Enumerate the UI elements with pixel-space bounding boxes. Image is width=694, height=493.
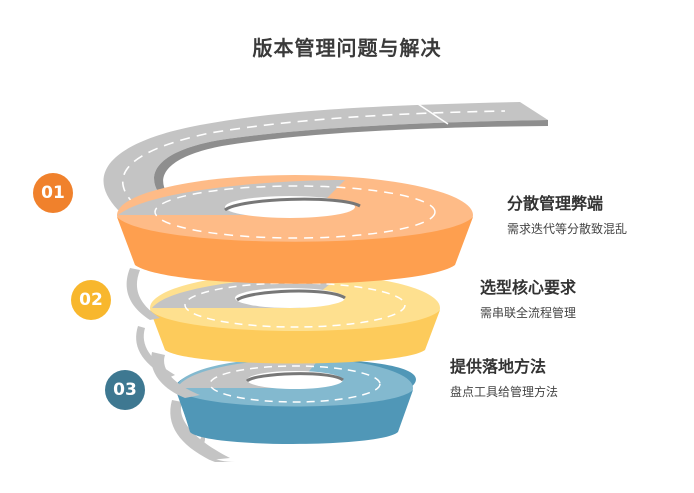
- step-heading: 分散管理弊端: [507, 194, 604, 213]
- step-label-01: 分散管理弊端 需求迭代等分散致混乱: [507, 190, 627, 237]
- step-description: 需串联全流程管理: [480, 306, 577, 320]
- page-title: 版本管理问题与解决: [252, 36, 442, 60]
- road-tail: [170, 400, 235, 462]
- step-description: 需求迭代等分散致混乱: [507, 222, 628, 236]
- ring-01: [117, 175, 473, 284]
- ring-02: [150, 273, 440, 364]
- step-label-02: 选型核心要求 需串联全流程管理: [480, 274, 576, 321]
- step-heading: 提供落地方法: [450, 357, 547, 376]
- step-label-03: 提供落地方法 盘点工具给管理方法: [450, 353, 558, 400]
- step-badge-01: 01: [33, 173, 73, 213]
- step-badge-03: 03: [105, 370, 145, 410]
- step-description: 盘点工具给管理方法: [450, 385, 559, 399]
- ring-03: [175, 358, 416, 444]
- road-top: [103, 102, 549, 210]
- step-badge-02: 02: [71, 280, 111, 320]
- step-heading: 选型核心要求: [480, 278, 577, 297]
